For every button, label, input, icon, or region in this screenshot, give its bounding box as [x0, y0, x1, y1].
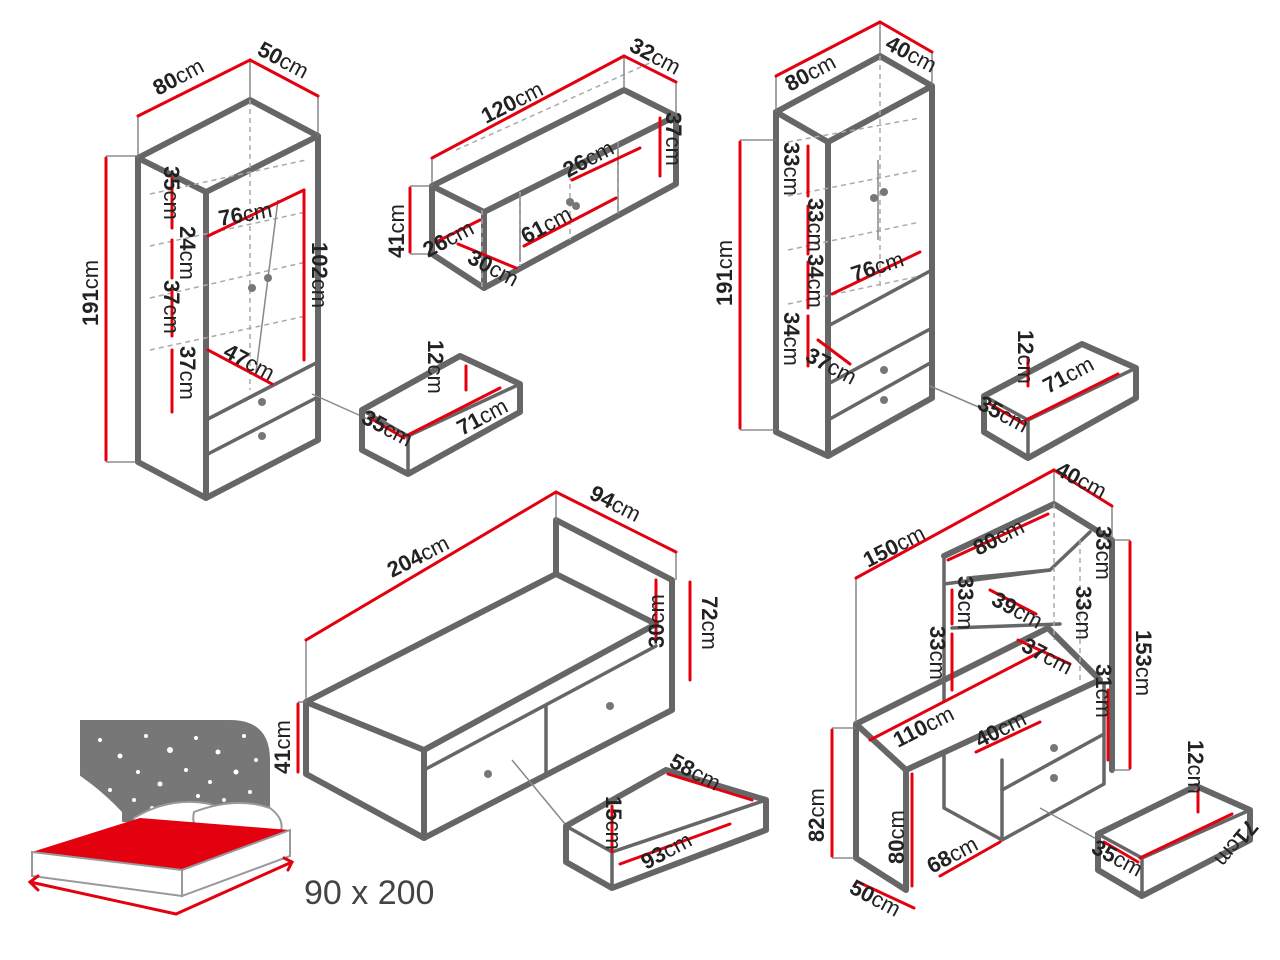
label-bookcase-depth: 40cm: [882, 30, 941, 77]
label-desk-shelf-37: 37cm: [1018, 632, 1077, 679]
label-desk-depth: 40cm: [1052, 456, 1111, 503]
label-bed-headboard-height: 72cm: [697, 596, 722, 650]
label-wardrobe-width: 80cm: [149, 53, 208, 100]
label-bed-height: 41cm: [270, 720, 295, 774]
label-desk-upper-2: 33cm: [953, 576, 978, 630]
label-desk-top-length: 110cm: [889, 701, 958, 753]
label-bookcase-height: 191cm: [712, 240, 737, 306]
label-bookcase-shelf-3: 34cm: [803, 254, 828, 308]
label-bookcase-drawer-height: 12cm: [1013, 330, 1038, 384]
label-desk-upper-4: 33cm: [925, 626, 950, 680]
label-wardrobe-inner-height: 102cm: [307, 242, 332, 308]
mattress-top: [32, 818, 290, 870]
bed-drawer-drawing: [511, 759, 769, 891]
wardrobe-drawer-drawing: [311, 353, 523, 477]
label-desk-base-width: 68cm: [923, 831, 982, 878]
mattress-illustration: [27, 720, 295, 916]
label-desk-leg-height: 80cm: [884, 810, 909, 864]
label-desk-width: 150cm: [859, 520, 929, 572]
label-bed-drawer-width: 58cm: [666, 748, 725, 795]
label-desk-upper-1: 33cm: [1091, 526, 1116, 580]
label-bookcase-shelf-2: 33cm: [803, 198, 828, 252]
bookcase-drawer-drawing: [929, 341, 1139, 461]
label-wardrobe-drawer-depth: 35cm: [358, 404, 417, 451]
label-wardrobe-inner-width: 76cm: [217, 197, 274, 231]
label-wardrobe-shelf-1: 35cm: [159, 166, 184, 220]
label-wardrobe-shelf-4: 37cm: [175, 346, 200, 400]
label-desk-height: 153cm: [1131, 630, 1156, 696]
label-desk-upper-3: 33cm: [1071, 586, 1096, 640]
label-bed-width: 94cm: [586, 480, 645, 527]
label-mattress-size: 90 x 200: [304, 874, 434, 912]
label-cabinet-compartment-height: 26cm: [559, 135, 618, 182]
label-bookcase-shelf-1: 33cm: [779, 142, 804, 196]
desk-drawing: [830, 468, 1132, 910]
wardrobe-drawing: [104, 58, 321, 501]
mattress-side: [181, 828, 291, 898]
label-desk-side-31: 31cm: [1091, 664, 1116, 718]
label-wardrobe-drawer-height: 12cm: [423, 340, 448, 394]
label-desk-shelf-width: 80cm: [969, 514, 1028, 561]
label-wardrobe-shelf-3: 37cm: [159, 280, 184, 334]
label-wardrobe-height: 191cm: [78, 260, 103, 326]
hanging-cabinet-drawing: [408, 54, 679, 291]
label-desk-drawer-depth: 35cm: [1088, 834, 1147, 881]
desk-drawer-drawing: [1039, 783, 1253, 899]
label-bed-headboard-inner: 30cm: [644, 594, 669, 648]
label-desk-cabinet-width: 40cm: [971, 706, 1030, 753]
label-wardrobe-shelf-2: 24cm: [175, 226, 200, 280]
label-desk-height-82: 82cm: [804, 788, 829, 842]
bed-drawing: [296, 490, 692, 841]
label-cabinet-height: 41cm: [384, 204, 409, 258]
label-bed-drawer-height: 15cm: [601, 796, 626, 850]
bookcase-drawing: [738, 20, 935, 459]
label-bookcase-shelf-4: 34cm: [779, 312, 804, 366]
label-desk-drawer-height: 12cm: [1183, 740, 1208, 794]
label-bookcase-width: 80cm: [781, 49, 840, 96]
label-cabinet-inner-height: 37cm: [661, 112, 686, 166]
label-cabinet-width: 120cm: [477, 76, 547, 128]
